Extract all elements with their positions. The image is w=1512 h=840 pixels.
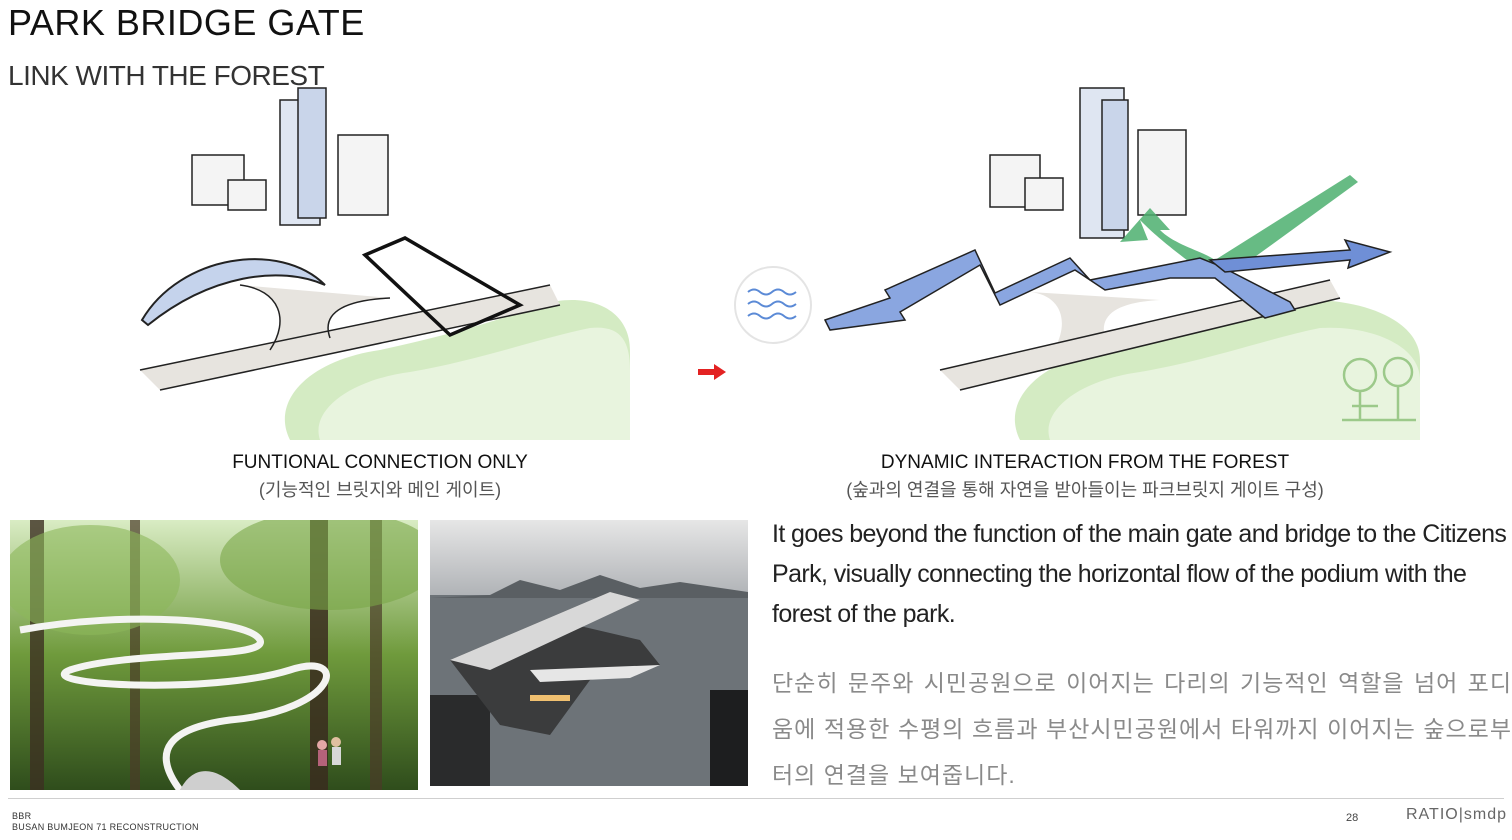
footer-divider	[8, 798, 1504, 799]
right-caption-english: DYNAMIC INTERACTION FROM THE FOREST	[880, 452, 1290, 473]
functional-connection-diagram	[139, 87, 630, 440]
transition-arrow-icon	[698, 364, 726, 380]
company-logo: RATIO|smdp	[1406, 806, 1507, 823]
forest-walkway-photo	[10, 520, 418, 790]
right-caption-korean: (숲과의 연결을 통해 자연을 받아들이는 파크브릿지 게이트 구성)	[846, 480, 1324, 500]
left-caption-korean: (기능적인 브릿지와 메인 게이트)	[258, 480, 502, 500]
left-caption-english: FUNTIONAL CONNECTION ONLY	[232, 452, 528, 473]
left-diagram-caption: FUNTIONAL CONNECTION ONLY (기능적인 브릿지와 메인 …	[150, 452, 610, 502]
right-diagram-caption: DYNAMIC INTERACTION FROM THE FOREST (숲과의…	[770, 452, 1400, 502]
page-subtitle: LINK WITH THE FOREST	[8, 60, 325, 91]
description-korean: 단순히 문주와 시민공원으로 이어지는 다리의 기능적인 역할을 넘어 포디움에…	[772, 670, 1512, 788]
page-number: 28	[1346, 812, 1359, 824]
footer-label-bbr: BBR	[12, 811, 32, 821]
tree-icon	[1342, 356, 1416, 422]
footer-project-name: BUSAN BUMJEON 71 RECONSTRUCTION	[12, 822, 199, 832]
waterfront-pier-photo	[430, 520, 748, 786]
page-title: PARK BRIDGE GATE	[8, 2, 365, 43]
dynamic-interaction-diagram	[734, 87, 1420, 440]
description-english: It goes beyond the function of the main …	[772, 520, 1507, 628]
